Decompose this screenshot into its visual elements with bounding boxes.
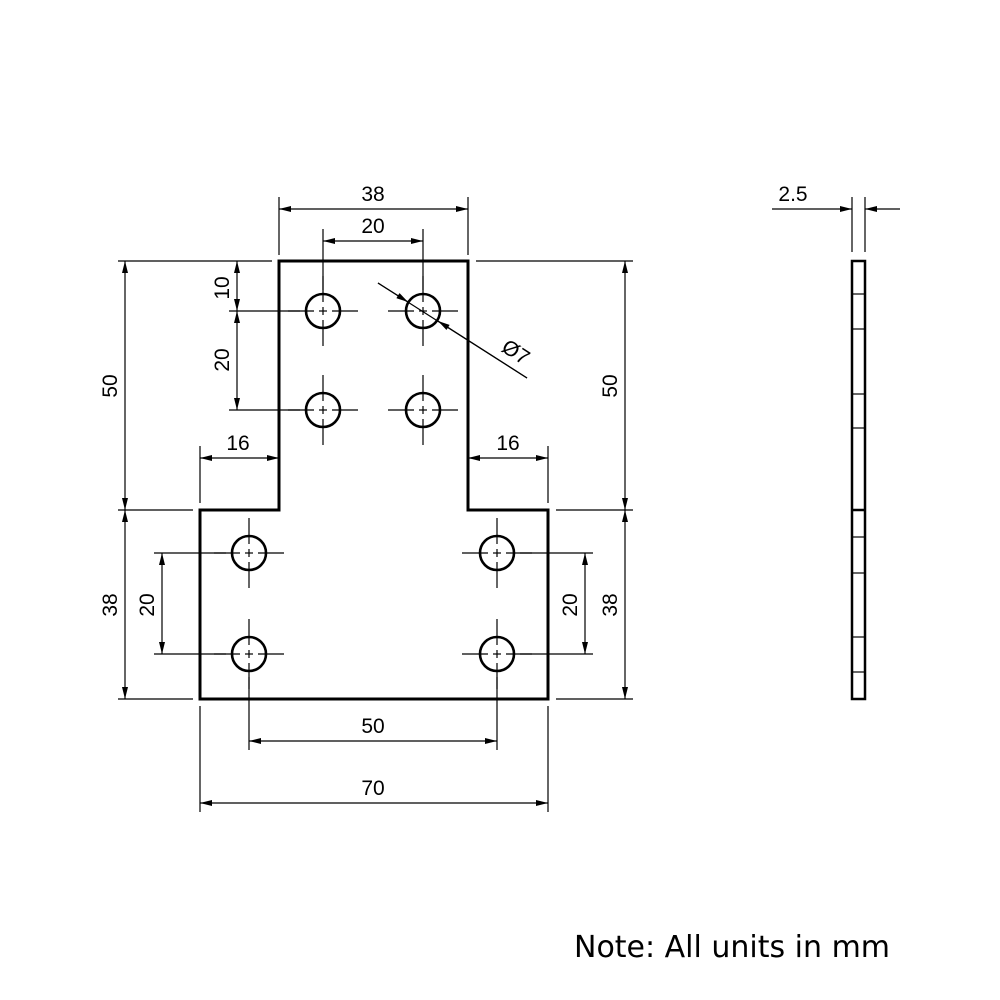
dim-top-hole-spacing: 20 [361, 215, 384, 238]
dim-bottom-hole-spacing: 50 [361, 715, 384, 738]
hole [388, 375, 458, 445]
dim-top-hole-vertical-spacing: 20 [211, 348, 234, 371]
dim-left-lower-height: 38 [99, 593, 122, 616]
dim-overall-width: 70 [361, 777, 384, 800]
hole [214, 518, 284, 588]
dim-left-upper-height: 50 [99, 374, 122, 397]
dim-right-upper-height: 50 [599, 374, 622, 397]
dim-thickness: 2.5 [778, 183, 807, 206]
dim-left-step: 16 [226, 432, 249, 455]
units-note: Note: All units in mm [574, 930, 891, 965]
dim-right-lower-height: 38 [599, 593, 622, 616]
dim-top-width: 38 [361, 183, 384, 206]
side-view [850, 259, 867, 701]
dim-left-lower-hole-spacing: 20 [136, 593, 159, 616]
plate-outline [198, 259, 550, 701]
dim-top-edge-to-hole: 10 [211, 276, 234, 299]
holes [214, 276, 532, 689]
extension-lines [118, 197, 866, 812]
hole [288, 276, 358, 346]
dim-right-step: 16 [496, 432, 519, 455]
hole [462, 518, 532, 588]
dim-hole-diameter: Ø7 [498, 335, 534, 370]
hole [214, 619, 284, 689]
dim-right-lower-hole-spacing: 20 [559, 593, 582, 616]
dimension-lines [122, 206, 900, 806]
